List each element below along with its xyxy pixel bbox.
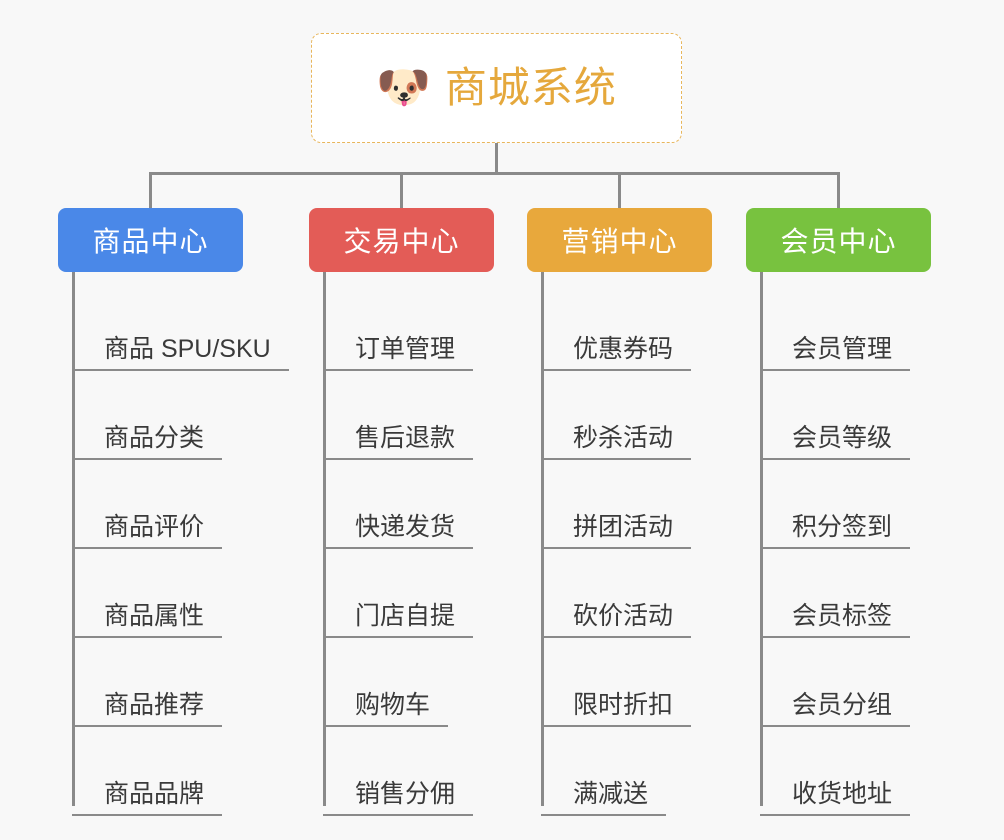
branch-trade-center: 交易中心 订单管理 售后退款 快递发货 门店自提 购物车 销售分佣 [309, 208, 494, 816]
leaf-label: 砍价活动 [573, 601, 674, 630]
leaf-label: 会员管理 [792, 334, 893, 363]
list-item[interactable]: 秒杀活动 [541, 371, 712, 460]
leaf-list-marketing-center: 优惠券码 秒杀活动 拼团活动 砍价活动 限时折扣 满减送 [541, 272, 712, 816]
list-item[interactable]: 会员标签 [760, 549, 931, 638]
leaf-label: 快递发货 [355, 512, 456, 541]
leaf-label: 优惠券码 [573, 334, 674, 363]
leaf-label: 商品推荐 [104, 690, 205, 719]
leaf-label: 售后退款 [355, 423, 456, 452]
list-item[interactable]: 订单管理 [323, 282, 494, 371]
dog-face-icon: 🐶 [376, 63, 431, 112]
leaf-label: 会员等级 [792, 423, 893, 452]
drop-connector-3 [618, 172, 621, 208]
list-item[interactable]: 会员分组 [760, 638, 931, 727]
list-item[interactable]: 优惠券码 [541, 282, 712, 371]
list-item[interactable]: 门店自提 [323, 549, 494, 638]
root-node[interactable]: 🐶 商城系统 [311, 33, 682, 143]
leaf-label: 订单管理 [355, 334, 456, 363]
list-item[interactable]: 销售分佣 [323, 727, 494, 816]
list-item[interactable]: 砍价活动 [541, 549, 712, 638]
leaf-label: 会员标签 [792, 601, 893, 630]
root-stem-connector [495, 143, 498, 173]
category-header-marketing-center[interactable]: 营销中心 [527, 208, 712, 272]
list-item[interactable]: 商品推荐 [72, 638, 243, 727]
drop-connector-4 [837, 172, 840, 208]
list-item[interactable]: 会员等级 [760, 371, 931, 460]
list-item[interactable]: 商品属性 [72, 549, 243, 638]
leaf-label: 满减送 [573, 779, 649, 808]
drop-connector-2 [400, 172, 403, 208]
leaf-label: 门店自提 [355, 601, 456, 630]
branch-member-center: 会员中心 会员管理 会员等级 积分签到 会员标签 会员分组 收货地址 [746, 208, 931, 816]
list-item[interactable]: 会员管理 [760, 282, 931, 371]
leaf-list-trade-center: 订单管理 售后退款 快递发货 门店自提 购物车 销售分佣 [323, 272, 494, 816]
root-title: 商城系统 [444, 64, 617, 111]
list-item[interactable]: 商品品牌 [72, 727, 243, 816]
spine-connector-product-center [72, 272, 75, 806]
leaf-label: 秒杀活动 [573, 423, 674, 452]
list-item[interactable]: 快递发货 [323, 460, 494, 549]
leaf-label: 商品品牌 [104, 779, 205, 808]
leaf-label: 积分签到 [792, 512, 893, 541]
category-header-product-center[interactable]: 商品中心 [58, 208, 243, 272]
leaf-label: 会员分组 [792, 690, 893, 719]
spine-connector-member-center [760, 272, 763, 806]
list-item[interactable]: 商品分类 [72, 371, 243, 460]
leaf-label: 商品属性 [104, 601, 205, 630]
leaf-label: 商品评价 [104, 512, 205, 541]
list-item[interactable]: 收货地址 [760, 727, 931, 816]
leaf-label: 商品分类 [104, 423, 205, 452]
leaf-label: 商品 SPU/SKU [104, 334, 271, 363]
spine-connector-marketing-center [541, 272, 544, 806]
list-item[interactable]: 购物车 [323, 638, 494, 727]
leaf-list-product-center: 商品 SPU/SKU 商品分类 商品评价 商品属性 商品推荐 商品品牌 [72, 272, 289, 816]
category-header-member-center[interactable]: 会员中心 [746, 208, 931, 272]
drop-connector-1 [149, 172, 152, 208]
branch-product-center: 商品中心 商品 SPU/SKU 商品分类 商品评价 商品属性 商品推荐 商品品牌 [58, 208, 289, 816]
list-item[interactable]: 限时折扣 [541, 638, 712, 727]
list-item[interactable]: 售后退款 [323, 371, 494, 460]
list-item[interactable]: 满减送 [541, 727, 712, 816]
leaf-label: 拼团活动 [573, 512, 674, 541]
list-item[interactable]: 积分签到 [760, 460, 931, 549]
list-item[interactable]: 商品 SPU/SKU [72, 282, 289, 371]
list-item[interactable]: 拼团活动 [541, 460, 712, 549]
category-header-trade-center[interactable]: 交易中心 [309, 208, 494, 272]
list-item[interactable]: 商品评价 [72, 460, 243, 549]
leaf-label: 购物车 [355, 690, 431, 719]
spine-connector-trade-center [323, 272, 326, 806]
branch-marketing-center: 营销中心 优惠券码 秒杀活动 拼团活动 砍价活动 限时折扣 满减送 [527, 208, 712, 816]
leaf-label: 收货地址 [792, 779, 893, 808]
leaf-label: 销售分佣 [355, 779, 456, 808]
horizontal-bus-connector [150, 172, 840, 175]
leaf-list-member-center: 会员管理 会员等级 积分签到 会员标签 会员分组 收货地址 [760, 272, 931, 816]
leaf-label: 限时折扣 [573, 690, 674, 719]
